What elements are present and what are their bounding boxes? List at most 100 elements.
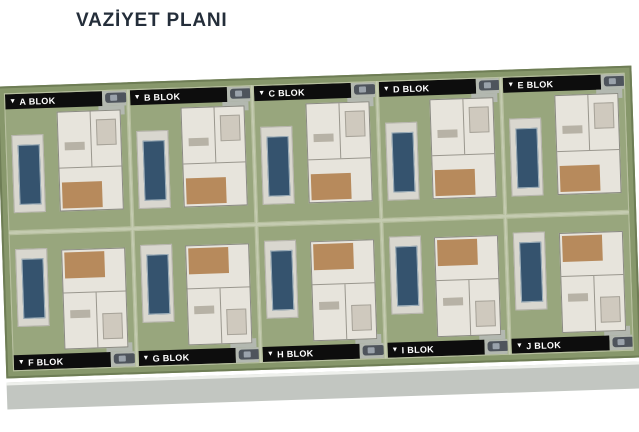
wall [213,107,217,163]
wall [59,165,122,169]
wall [587,95,591,151]
car-icon [105,92,128,104]
villa-yard [130,101,255,225]
bed-furniture [226,308,248,336]
wall [344,284,348,340]
driveway [475,77,502,94]
block-label-text: F BLOK [27,356,64,368]
bed-furniture [95,118,117,146]
sofa-furniture [567,293,589,302]
bed-furniture [101,312,123,340]
wall [63,290,126,294]
pool-deck [260,125,295,205]
villa-yard [383,218,508,342]
plot-i-blok: ▼ I BLOK [382,217,510,359]
block-label-text: H BLOK [276,347,314,359]
car-icon [487,340,510,352]
wood-terrace [312,242,354,271]
wood-terrace [61,181,103,209]
sofa-furniture [64,141,85,151]
page-title: VAZİYET PLANI [76,10,228,31]
wood-terrace [188,247,230,275]
villa-floorplan [558,230,627,334]
wall [95,292,98,348]
sofa-furniture [562,125,583,134]
wood-terrace [435,168,476,197]
villa-floorplan [309,239,378,342]
block-label-text: A BLOK [19,95,56,107]
driveway [608,334,634,351]
block-arrow-icon: ▼ [17,358,26,367]
driveway [226,86,253,102]
wall [561,273,624,278]
plot-b-blok: ▼ B BLOK [128,85,256,227]
villa-floorplan [554,93,622,196]
wall [312,282,375,286]
sofa-furniture [69,309,91,319]
plot-d-blok: ▼ D BLOK [377,76,505,219]
villa-yard [134,227,259,351]
swimming-pool [142,140,167,201]
wood-terrace [310,172,352,201]
villa-floorplan [60,247,129,350]
driveway [600,73,626,90]
pool-deck [139,243,175,323]
bed-furniture [219,114,241,142]
wall [436,278,499,282]
car-icon [229,88,253,99]
driveway [235,347,261,363]
swimming-pool [270,249,295,311]
car-icon [238,349,261,360]
plot-a-blok: ▼ A BLOK [3,89,132,231]
driveway [110,351,136,367]
block-label-text: B BLOK [143,91,181,103]
wood-terrace [561,234,603,262]
wood-terrace [437,238,479,267]
bed-furniture [593,102,615,129]
driveway [102,90,128,107]
car-icon [478,79,502,91]
car-icon [362,344,385,356]
villa-yard [255,97,380,221]
block-arrow-icon: ▼ [142,354,150,362]
block-label-text: I BLOK [401,343,435,355]
wood-terrace [63,251,105,279]
block-label-text: C BLOK [268,86,305,99]
pool-deck [509,117,545,197]
pool-deck [135,129,171,209]
block-arrow-icon: ▼ [391,346,399,354]
pool-deck [388,235,424,315]
villa-floorplan [180,105,248,208]
wall [338,103,342,159]
pool-deck [384,121,420,201]
block-arrow-icon: ▼ [515,342,524,350]
bed-furniture [350,304,372,331]
driveway [359,342,385,359]
bed-furniture [599,296,621,323]
swimming-pool [21,257,46,319]
villa-yard [504,88,629,213]
block-arrow-icon: ▼ [382,85,391,93]
wall [89,111,92,167]
sofa-furniture [188,137,209,147]
swimming-pool [145,253,170,315]
plot-c-blok: ▼ C BLOK [252,81,381,223]
villa-yard [259,223,384,347]
wall [432,153,495,157]
wall [308,157,371,161]
bed-furniture [344,110,366,138]
sofa-furniture [437,129,459,139]
villa-floorplan [305,101,373,204]
sofa-furniture [313,133,334,143]
wood-terrace [186,177,227,205]
block-label-text: E BLOK [517,78,554,90]
sofa-furniture [443,297,464,306]
villa-yard [10,231,135,355]
plots-grid: ▼ A BLOK [3,72,634,372]
villa-floorplan [434,235,502,338]
villa-yard [5,105,130,229]
swimming-pool [395,245,419,306]
wall [593,275,597,331]
pool-deck [11,134,46,214]
site-plan: ▼ A BLOK [0,65,639,417]
